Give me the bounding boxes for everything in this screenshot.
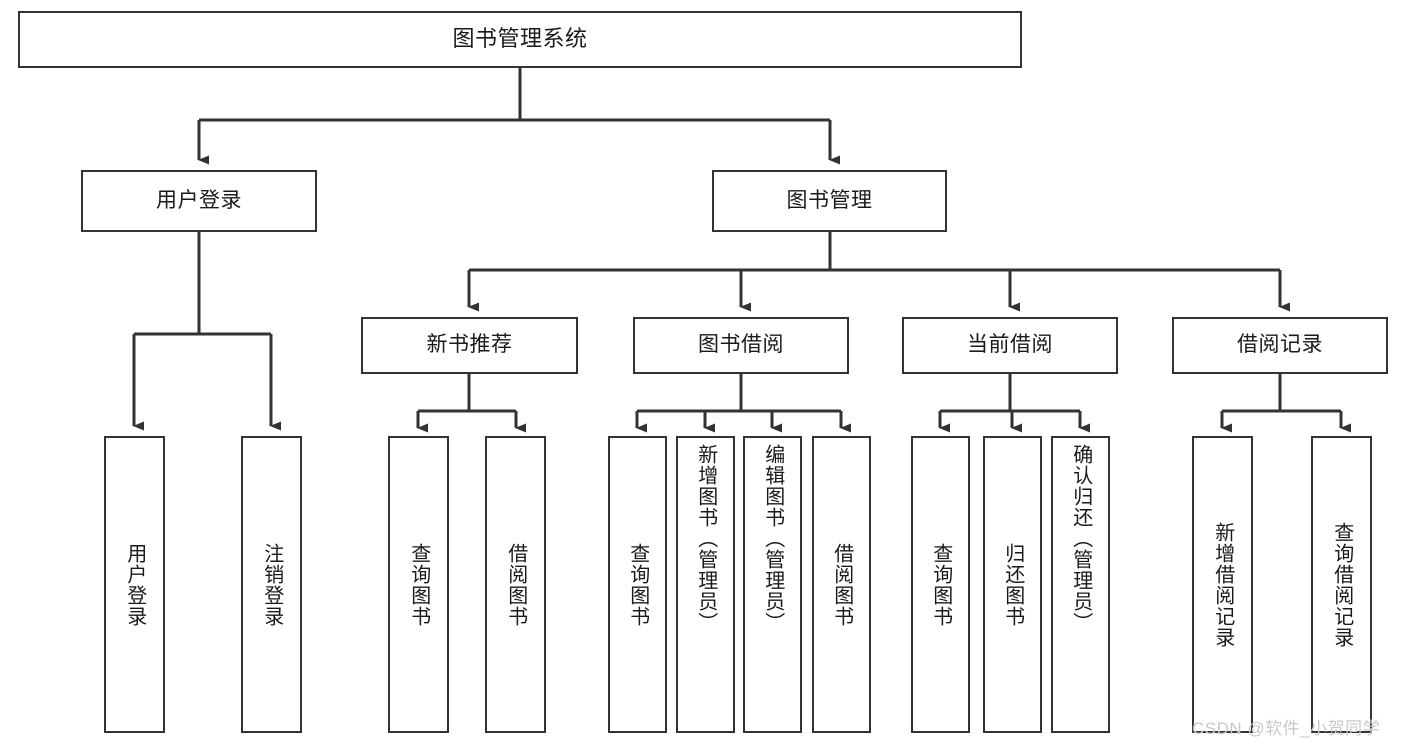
node-label: 归还图书 bbox=[1001, 542, 1024, 627]
leaf-query-book-borrow[interactable]: 查询图书 bbox=[608, 436, 667, 733]
leaf-edit-book-admin[interactable]: 编辑图书（管理员） bbox=[743, 436, 802, 733]
leaf-confirm-return-admin[interactable]: 确认归还（管理员） bbox=[1051, 436, 1110, 733]
leaf-user-login[interactable]: 用户登录 bbox=[104, 436, 165, 733]
node-label: 新书推荐 bbox=[426, 333, 513, 357]
leaf-query-borrow-record[interactable]: 查询借阅记录 bbox=[1311, 436, 1372, 733]
node-label: 图书管理系统 bbox=[452, 26, 588, 52]
node-label: 用户登录 bbox=[123, 542, 146, 627]
node-label: 查询图书 bbox=[407, 542, 430, 627]
leaf-logout[interactable]: 注销登录 bbox=[241, 436, 302, 733]
node-label: 注销登录 bbox=[260, 542, 283, 627]
leaf-add-borrow-record[interactable]: 新增借阅记录 bbox=[1192, 436, 1253, 733]
node-label: 查询借阅记录 bbox=[1330, 521, 1353, 648]
node-label: 图书管理 bbox=[786, 188, 873, 212]
node-current-borrow[interactable]: 当前借阅 bbox=[902, 317, 1118, 374]
leaf-borrow-book[interactable]: 借阅图书 bbox=[812, 436, 871, 733]
node-book-manage[interactable]: 图书管理 bbox=[712, 170, 947, 232]
node-book-borrow[interactable]: 图书借阅 bbox=[633, 317, 849, 374]
node-borrow-record[interactable]: 借阅记录 bbox=[1172, 317, 1388, 374]
leaf-add-book-admin[interactable]: 新增图书（管理员） bbox=[676, 436, 735, 733]
leaf-query-book-current[interactable]: 查询图书 bbox=[911, 436, 970, 733]
node-user-login[interactable]: 用户登录 bbox=[81, 170, 317, 232]
node-label: 图书借阅 bbox=[698, 333, 784, 357]
node-label: 新增借阅记录 bbox=[1211, 521, 1234, 648]
node-new-book-recommend[interactable]: 新书推荐 bbox=[361, 317, 578, 374]
node-label: 借阅记录 bbox=[1237, 333, 1323, 357]
leaf-return-book[interactable]: 归还图书 bbox=[983, 436, 1042, 733]
node-label: 查询图书 bbox=[626, 542, 649, 627]
node-root-system[interactable]: 图书管理系统 bbox=[18, 11, 1022, 68]
node-label: 借阅图书 bbox=[830, 542, 853, 627]
leaf-query-book-recommend[interactable]: 查询图书 bbox=[388, 436, 449, 733]
csdn-watermark: CSDN @软件_小贺同学 bbox=[1192, 719, 1381, 738]
node-label: 编辑图书（管理员） bbox=[761, 444, 784, 633]
node-label: 确认归还（管理员） bbox=[1069, 444, 1092, 633]
node-label: 当前借阅 bbox=[967, 333, 1053, 357]
node-label: 借阅图书 bbox=[504, 542, 527, 627]
node-label: 新增图书（管理员） bbox=[694, 444, 717, 633]
node-label: 用户登录 bbox=[156, 188, 242, 212]
node-label: 查询图书 bbox=[929, 542, 952, 627]
leaf-borrow-book-recommend[interactable]: 借阅图书 bbox=[485, 436, 546, 733]
